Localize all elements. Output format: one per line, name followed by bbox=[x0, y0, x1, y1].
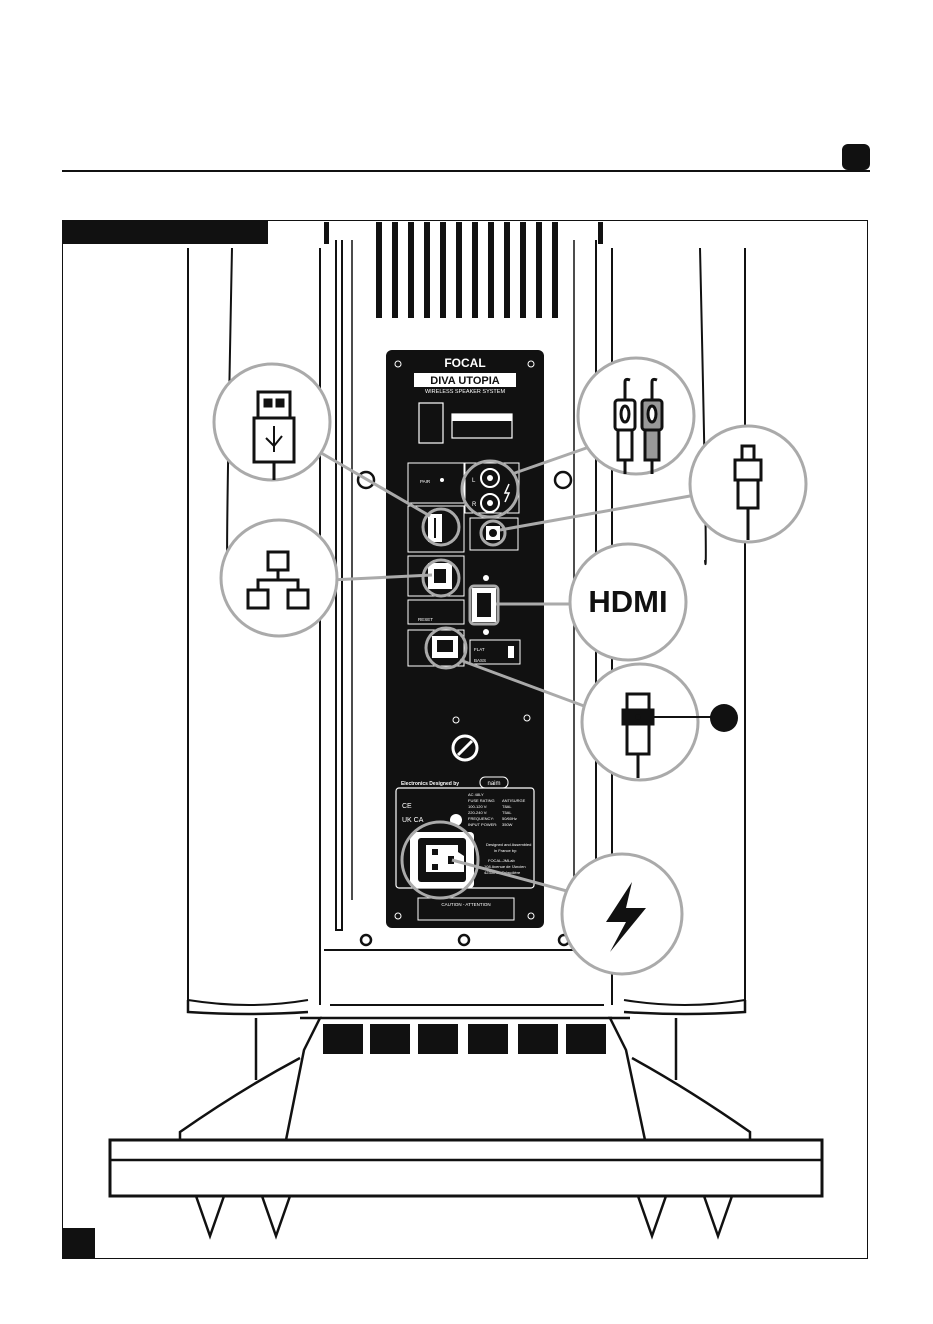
switch-top-label: FLAT bbox=[474, 647, 485, 652]
rating-value: T5AL bbox=[502, 810, 512, 815]
rating-line: 220-240 V: bbox=[468, 810, 487, 815]
hdmi-callout bbox=[568, 542, 688, 662]
cooling-fins bbox=[324, 222, 603, 318]
rca-left-label: L bbox=[472, 478, 476, 484]
reference-dot bbox=[710, 704, 738, 732]
optical-plug-icon bbox=[733, 444, 763, 540]
rating-line: FUSE RATING bbox=[468, 798, 495, 803]
model-label: DIVA UTOPIA bbox=[430, 375, 500, 387]
rca-plug-icon bbox=[613, 377, 664, 474]
figure-frame bbox=[62, 220, 868, 1259]
optical-callout bbox=[688, 424, 808, 544]
pair-label: PAIR bbox=[420, 479, 431, 484]
lightning-icon bbox=[606, 882, 646, 952]
rating-line: AC 48LY bbox=[468, 792, 484, 797]
rating-value: 350W bbox=[502, 822, 513, 827]
rca-right-label: R bbox=[472, 502, 477, 508]
left-wing bbox=[187, 248, 309, 1006]
speaker-base bbox=[108, 1000, 824, 1198]
rating-value: ANTISURGE bbox=[502, 798, 526, 803]
usb-callout bbox=[212, 362, 332, 482]
page-badge bbox=[842, 144, 870, 170]
callout-lines bbox=[315, 444, 691, 896]
electronics-label: Electronics Designed by bbox=[401, 781, 459, 787]
address-line: 108 Avenue de l'Ancien bbox=[484, 864, 526, 869]
rating-line: FREQUENCY: bbox=[468, 816, 494, 821]
address-line: FOCAL-JMLab bbox=[488, 858, 515, 863]
assembled-line: in France by: bbox=[494, 848, 517, 853]
reset-label: RESET bbox=[418, 617, 433, 622]
right-wing bbox=[623, 248, 746, 1006]
rating-line: INPUT POWER: bbox=[468, 822, 497, 827]
assembled-line: Designed and Assembled bbox=[486, 842, 531, 847]
naim-logo: naim bbox=[487, 781, 500, 787]
corner-tab bbox=[62, 1228, 95, 1259]
ukca-mark: UK CA bbox=[402, 817, 424, 824]
rating-line: 100-120 V: bbox=[468, 804, 487, 809]
rating-value: T8AL bbox=[502, 804, 512, 809]
caution-label: CAUTION - ATTENTION bbox=[441, 902, 490, 907]
header-rule bbox=[62, 170, 870, 172]
hdmi-logo-icon: HDMI bbox=[588, 584, 667, 619]
figure-title-tab bbox=[62, 220, 268, 244]
rating-value: 50/60Hz bbox=[502, 816, 517, 821]
switch-bottom-label: BASS bbox=[474, 658, 486, 663]
rj45-plug-icon bbox=[621, 692, 716, 778]
network-icon bbox=[246, 550, 310, 610]
ce-mark: CE bbox=[402, 803, 412, 810]
brand-label: FOCAL bbox=[444, 356, 485, 370]
subtitle-label: WIRELESS SPEAKER SYSTEM bbox=[425, 389, 505, 395]
spike-feet bbox=[194, 1195, 734, 1240]
usb-icon bbox=[252, 390, 296, 480]
